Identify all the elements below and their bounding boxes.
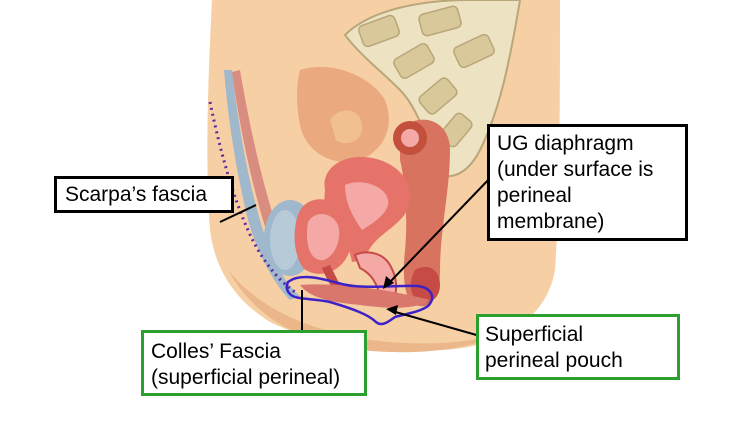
- perineal-muscles: [300, 284, 430, 308]
- bladder-lumen: [306, 214, 340, 261]
- colles-fascia-label: Colles’ Fascia (superficial perineal): [141, 330, 367, 396]
- scarpas-fascia-text: Scarpa’s fascia: [65, 183, 208, 206]
- vertebrae: [358, 5, 495, 148]
- ug-diaphragm-line-4: membrane): [497, 210, 605, 233]
- superficial-pouch-outline: [285, 275, 434, 326]
- rectus-muscle: [232, 70, 276, 230]
- superficial-pouch-line-1: Superficial: [485, 323, 584, 346]
- colles-fascia-line-2: (superficial perineal): [151, 366, 341, 389]
- ug-diaphragm-line-3: perineal: [497, 184, 572, 207]
- superficial-leader-line: [391, 310, 481, 337]
- ug-diaphragm-line-2: (under surface is: [497, 158, 654, 181]
- scarpas-fascia-line: [208, 101, 296, 294]
- ug-diaphragm-line-1: UG diaphragm: [497, 132, 634, 155]
- pubic-symphysis: [270, 210, 300, 270]
- colles-fascia-line-1: Colles’ Fascia: [151, 340, 281, 363]
- superficial-pouch-line-2: perineal pouch: [485, 349, 623, 372]
- scarpas-fascia-label: Scarpa’s fascia: [54, 176, 234, 213]
- sigmoid-lumen: [401, 129, 419, 147]
- uterine-cavity: [345, 182, 389, 230]
- ug-leader-arrowhead: [383, 276, 394, 289]
- anal-canal: [410, 266, 440, 303]
- ug-diaphragm-label: UG diaphragm (under surface is perineal …: [487, 124, 688, 241]
- abdominal-wall-layer: [224, 70, 300, 300]
- ug-leader-line: [388, 175, 493, 284]
- superficial-leader-arrowhead: [386, 305, 398, 315]
- superficial-perineal-pouch-label: Superficial perineal pouch: [476, 314, 680, 380]
- small-bowel-loop: [330, 110, 363, 144]
- scarpa-leader-line: [219, 204, 257, 223]
